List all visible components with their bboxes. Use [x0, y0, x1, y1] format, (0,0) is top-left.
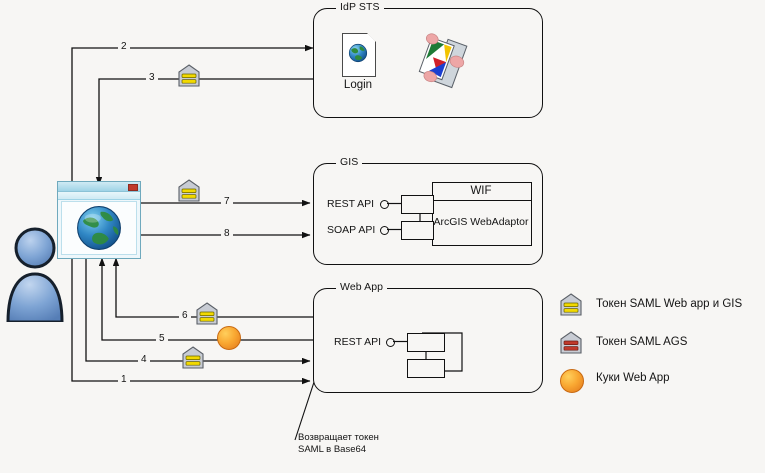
webapp-rest-api-label: REST API — [334, 336, 382, 348]
arrow-label-3: 3 — [146, 73, 158, 83]
legend-item-saml-ags: Токен SAML AGS — [558, 330, 763, 368]
arrow-2-path — [71, 44, 314, 200]
saml-token-yellow-icon — [558, 292, 584, 318]
arrow-3-path — [95, 78, 313, 186]
arrow-4-path — [85, 240, 311, 365]
login-document-icon — [342, 33, 376, 77]
group-web-app: Web App REST API — [313, 281, 543, 393]
webapp-connector-box-top — [407, 333, 445, 352]
legend-item-saml-web-gis: Токен SAML Web app и GIS — [558, 292, 763, 330]
arrow-label-4: 4 — [138, 355, 150, 365]
arrow-5-path — [98, 257, 313, 341]
arrow-label-2: 2 — [118, 42, 130, 52]
cookie-orange-icon — [560, 369, 584, 393]
note-annotation: Возвращает токен SAML в Base64 — [298, 432, 379, 455]
arrow-6-path — [112, 257, 313, 318]
arrow-label-1: 1 — [118, 375, 130, 385]
gis-rest-api-label: REST API — [327, 198, 375, 210]
login-caption: Login — [343, 79, 373, 91]
gis-rest-api-port — [380, 200, 389, 209]
group-gis-label: GIS — [336, 156, 363, 168]
group-idp-sts-label: IdP STS — [336, 1, 384, 13]
user-avatar — [4, 222, 66, 324]
arrow-label-7: 7 — [221, 197, 233, 207]
gis-wif-label: WIF — [470, 185, 492, 197]
gis-soap-api-port — [380, 226, 389, 235]
group-gis: GIS REST API SOAP API WIF ArcGIS WebAdap… — [313, 156, 543, 265]
gis-rest-connector-box — [401, 195, 434, 214]
arrow-label-5: 5 — [156, 334, 168, 344]
cookie-icon-arrow-5 — [217, 326, 241, 350]
saml-token-icon-arrow-3 — [176, 63, 202, 89]
gis-soap-api-label: SOAP API — [327, 224, 376, 236]
legend-label-saml-ags: Токен SAML AGS — [596, 336, 688, 348]
arrow-1-path — [71, 240, 311, 385]
legend-label-cookie: Куки Web App — [596, 372, 670, 384]
browser-content — [61, 201, 137, 255]
browser-address-bar[interactable] — [58, 192, 140, 200]
arcgis-logo-icon — [412, 31, 474, 93]
gis-soap-connector-box — [401, 221, 434, 240]
arrow-label-6: 6 — [179, 311, 191, 321]
webapp-rest-api-port — [386, 338, 395, 347]
legend-label-saml-web-gis: Токен SAML Web app и GIS — [596, 298, 743, 310]
group-web-app-label: Web App — [336, 281, 388, 293]
group-idp-sts: IdP STS Login — [313, 1, 543, 118]
saml-token-icon-arrow-6 — [194, 301, 220, 327]
saml-token-icon-arrow-4 — [180, 345, 206, 371]
arrow-label-8: 8 — [221, 229, 233, 239]
webapp-connector-box-bottom — [407, 359, 445, 378]
saml-token-red-icon — [558, 330, 584, 356]
browser-window[interactable] — [57, 181, 141, 259]
gis-webadaptor-box — [432, 200, 532, 246]
browser-titlebar — [58, 182, 140, 192]
saml-token-icon-arrow-7 — [176, 178, 202, 204]
legend: Токен SAML Web app и GIS Токен SAML AGS … — [558, 292, 763, 402]
globe-icon — [77, 206, 121, 250]
close-icon[interactable] — [128, 183, 138, 191]
gis-webadaptor-label: ArcGIS WebAdaptor — [433, 216, 529, 228]
legend-item-cookie: Куки Web App — [558, 368, 763, 402]
